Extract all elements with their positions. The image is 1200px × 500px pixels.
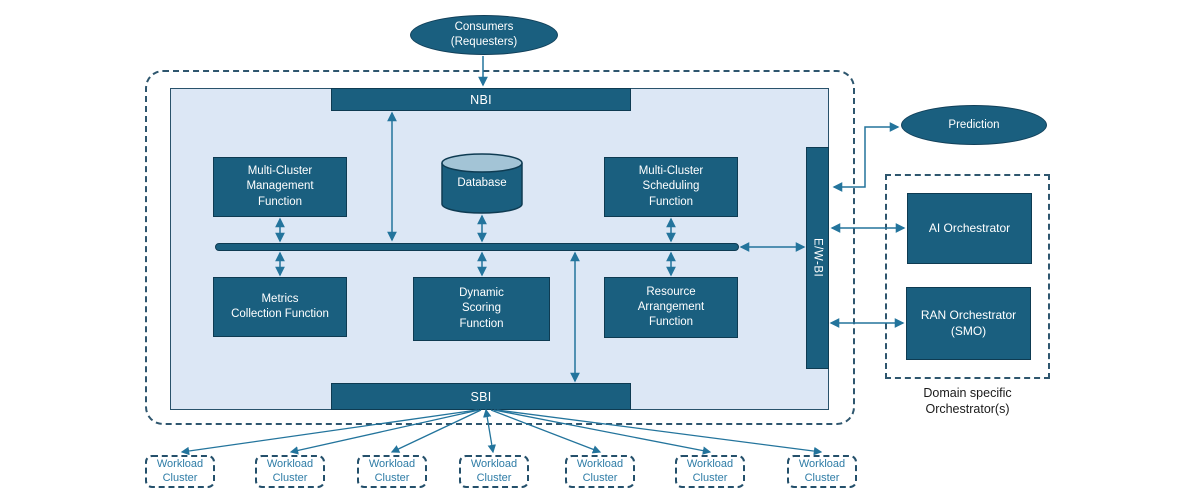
multi-cluster-management-function-node: Multi-Cluster Management Function bbox=[213, 157, 347, 217]
ran-orchestrator-node: RAN Orchestrator (SMO) bbox=[906, 287, 1031, 360]
sbi-interface-bar: SBI bbox=[331, 383, 631, 410]
workload-cluster-node: Workload Cluster bbox=[255, 455, 325, 488]
dynamic-scoring-function-node: Dynamic Scoring Function bbox=[413, 277, 550, 341]
database-node: Database bbox=[441, 153, 523, 215]
consumers-node: Consumers (Requesters) bbox=[410, 15, 558, 55]
workload-cluster-node: Workload Cluster bbox=[787, 455, 857, 488]
resource-arrangement-function-node: Resource Arrangement Function bbox=[604, 277, 738, 338]
database-cylinder-icon bbox=[441, 153, 523, 214]
workload-cluster-node: Workload Cluster bbox=[357, 455, 427, 488]
orchestrators-dashed-group bbox=[885, 174, 1050, 379]
workload-cluster-node: Workload Cluster bbox=[565, 455, 635, 488]
multi-cluster-scheduling-function-node: Multi-Cluster Scheduling Function bbox=[604, 157, 738, 217]
nbi-interface-bar: NBI bbox=[331, 88, 631, 111]
workload-cluster-node: Workload Cluster bbox=[675, 455, 745, 488]
ewbi-interface-bar: E/W-BI bbox=[806, 147, 829, 369]
ai-orchestrator-node: AI Orchestrator bbox=[907, 193, 1032, 264]
prediction-node: Prediction bbox=[901, 105, 1047, 145]
database-label: Database bbox=[457, 177, 507, 189]
orchestrators-group-caption: Domain specific Orchestrator(s) bbox=[923, 386, 1012, 417]
workload-cluster-node: Workload Cluster bbox=[459, 455, 529, 488]
internal-bus bbox=[215, 243, 739, 251]
workload-cluster-node: Workload Cluster bbox=[145, 455, 215, 488]
metrics-collection-function-node: Metrics Collection Function bbox=[213, 277, 347, 337]
